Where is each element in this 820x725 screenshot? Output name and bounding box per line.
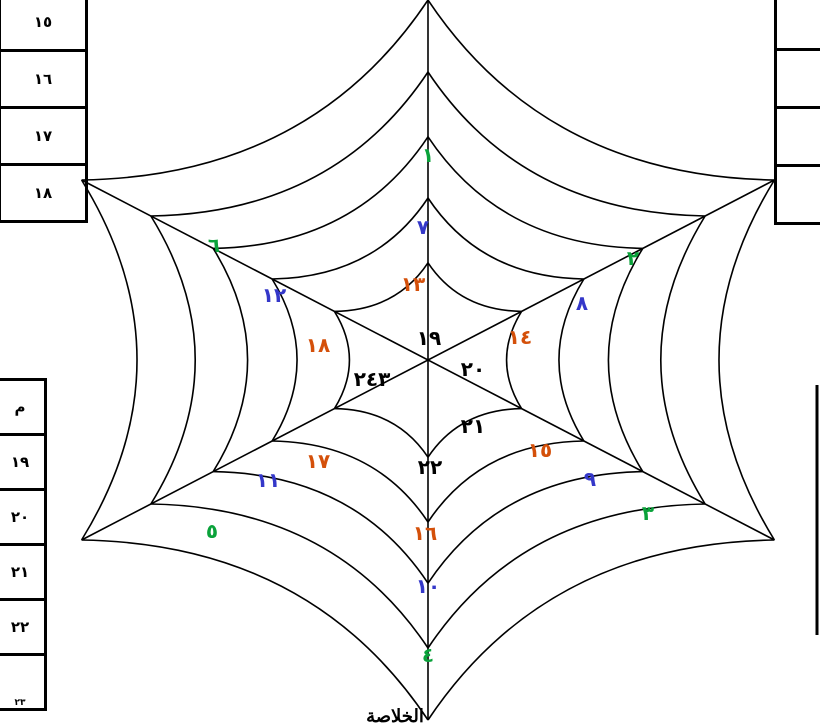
table-cell: ١٥ <box>0 0 88 52</box>
web-lines <box>80 0 776 721</box>
web-label-16: ١٦ <box>413 521 437 545</box>
web-label-5: ٥ <box>206 519 218 543</box>
table-cell: ١٦ <box>0 49 88 109</box>
web-ring-arc <box>427 407 522 458</box>
web-ring-arc <box>427 470 643 584</box>
web-label-21: ٢١ <box>461 414 485 438</box>
web-numbers: ١ ٢ ٣ ٤ ٥ ٦ ٧ ٨ ٩ ١٠ ١١ ١٢ ١٣ ١٤ ١٥ ١٦ ١… <box>206 143 654 667</box>
web-ring-arc <box>659 215 706 505</box>
web-label-12: ١٢ <box>262 283 286 307</box>
table-cell: ٢٢ <box>0 598 47 656</box>
table-row <box>774 106 820 167</box>
table-row: ١٨ <box>0 163 88 223</box>
table-row: ٢٠ <box>0 488 47 546</box>
web-ring-arc <box>213 136 429 250</box>
web-label-14: ١٤ <box>508 325 532 349</box>
web-ring-arc <box>607 247 644 473</box>
table-row: ١٩ <box>0 433 47 491</box>
table-cell: ٢٠ <box>0 488 47 546</box>
table-cell: ١٩ <box>0 433 47 491</box>
web-ring-arc <box>427 440 584 523</box>
table-row: ٢١ <box>0 543 47 601</box>
table-row: ١٥ <box>0 0 88 52</box>
web-label-17: ١٧ <box>306 449 330 473</box>
web-ring-arc <box>272 440 429 523</box>
web-label-9: ٩ <box>584 467 596 491</box>
web-ring-arc <box>334 407 429 458</box>
table-row: ٢٢ <box>0 598 47 656</box>
table-row <box>774 48 820 109</box>
web-label-7: ٧ <box>417 215 429 239</box>
web-ring-arc <box>333 310 351 410</box>
table-cell: ١٧ <box>0 106 88 166</box>
web-label-1: ١ <box>422 143 434 167</box>
web-label-13: ١٣ <box>401 272 425 296</box>
web-ring-arc <box>81 0 429 181</box>
web-ring-arc <box>427 0 775 181</box>
top-left-table: ١٥ ١٦ ١٧ ١٨ <box>0 0 88 223</box>
web-label-11: ١١ <box>256 468 280 492</box>
web-label-4: ٤ <box>422 643 434 667</box>
web-label-20: ٢٠ <box>461 357 485 381</box>
web-ring-arc <box>427 503 706 649</box>
web-label-23: ٢٤٣ <box>354 367 391 391</box>
web-ring-arc <box>558 278 585 442</box>
web-label-6: ٦ <box>208 233 220 257</box>
web-ring-arc <box>80 179 138 541</box>
web-label-8: ٨ <box>576 291 588 315</box>
table-row: ١٦ <box>0 49 88 109</box>
summary-title: الخلاصة <box>366 706 424 725</box>
table-cell: ١٨ <box>0 163 88 223</box>
table-cell: ٢٣ <box>0 653 47 711</box>
table-cell <box>774 164 820 225</box>
table-cell <box>774 106 820 167</box>
web-ring-arc <box>427 136 643 250</box>
web-ring-arc <box>150 71 429 217</box>
table-cell <box>774 0 820 51</box>
web-ring-arc <box>212 247 249 473</box>
table-row: ٢٣ <box>0 653 47 711</box>
web-ring-arc <box>81 539 429 721</box>
web-ring-arc <box>427 539 775 721</box>
web-ring-arc <box>427 71 706 217</box>
web-ring-arc <box>718 179 776 541</box>
table-row <box>774 0 820 51</box>
web-ring-arc <box>427 262 522 313</box>
table-cell <box>774 48 820 109</box>
bottom-left-table: م ١٩ ٢٠ ٢١ ٢٢ ٢٣ <box>0 378 47 711</box>
web-label-19: ١٩ <box>417 326 441 350</box>
web-label-22: ٢٢ <box>418 455 442 479</box>
table-header-row: م <box>0 378 47 436</box>
web-label-10: ١٠ <box>416 574 440 598</box>
web-spoke <box>81 179 775 541</box>
web-ring-arc <box>271 278 298 442</box>
web-ring-arc <box>505 310 523 410</box>
web-ring-arc <box>150 503 429 649</box>
table-row <box>774 164 820 225</box>
web-ring-arc <box>272 197 429 280</box>
top-right-table <box>774 0 820 225</box>
web-label-18: ١٨ <box>306 333 330 357</box>
web-label-15: ١٥ <box>528 438 552 462</box>
web-label-2: ٢ <box>627 246 639 270</box>
table-header-cell: م <box>0 378 47 436</box>
web-label-3: ٣ <box>642 501 654 525</box>
web-ring-arc <box>427 197 584 280</box>
web-ring-arc <box>334 262 429 313</box>
web-ring-arc <box>213 470 429 584</box>
table-cell: ٢١ <box>0 543 47 601</box>
web-ring-arc <box>150 215 197 505</box>
table-row: ١٧ <box>0 106 88 166</box>
